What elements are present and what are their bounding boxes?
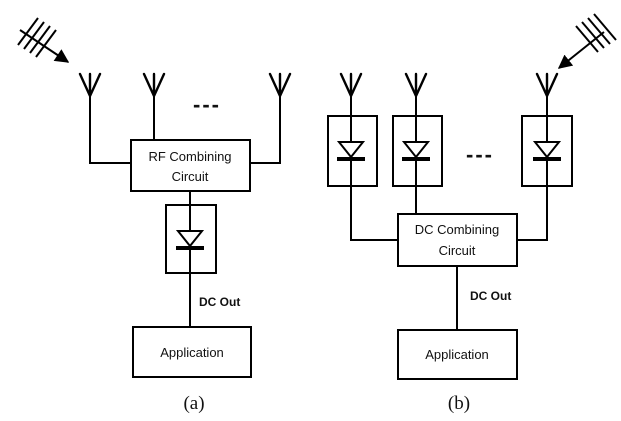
dc-combining-label-line2: Circuit <box>439 243 476 258</box>
panel-a-dc-out-label: DC Out <box>199 295 240 309</box>
panel-a-feed-1 <box>89 96 131 164</box>
panel-b-dc-out-label: DC Out <box>470 289 511 303</box>
panel-b-rectifier-1-diode-icon <box>327 115 378 187</box>
panel-a-caption: (a) <box>183 393 204 414</box>
panel-b-caption: (b) <box>448 393 470 414</box>
rf-combining-label-line1: RF Combining <box>148 149 231 164</box>
panel-a-feed-3 <box>250 96 281 164</box>
panel-b: --- DC Combining Circuit DC Out Applicat… <box>327 13 617 414</box>
panel-a: --- RF Combining Circuit DC Out Applicat… <box>17 17 292 414</box>
panel-b-antenna-3-icon <box>535 72 559 99</box>
dc-combining-label-line1: DC Combining <box>415 222 500 237</box>
panel-b-ellipsis: --- <box>466 142 494 167</box>
panel-b-rectifier-2-diode-icon <box>392 115 443 187</box>
panel-b-application-box <box>397 329 518 380</box>
panel-b-dc-feed-3 <box>517 186 548 241</box>
panel-b-antenna-2-icon <box>404 72 428 99</box>
panel-a-ellipsis: --- <box>193 92 221 117</box>
panel-b-incoming-wave-icon <box>557 13 617 69</box>
rf-combining-label-line2: Circuit <box>172 169 209 184</box>
panel-a-antenna-2-icon <box>142 72 166 99</box>
panel-a-rectifier-diode-icon <box>165 204 217 274</box>
panel-a-application-box <box>132 326 252 378</box>
panel-b-dc-feed-1 <box>350 186 398 241</box>
panel-b-application-label: Application <box>425 347 489 362</box>
panel-a-incoming-wave-icon <box>17 17 70 63</box>
panel-b-antenna-1-icon <box>339 72 363 99</box>
dc-combining-circuit-box <box>397 213 518 267</box>
panel-a-antenna-1-icon <box>78 72 102 99</box>
panel-b-rectifier-3-diode-icon <box>521 115 573 187</box>
panel-a-antenna-3-icon <box>268 72 292 99</box>
panel-a-application-label: Application <box>160 345 224 360</box>
